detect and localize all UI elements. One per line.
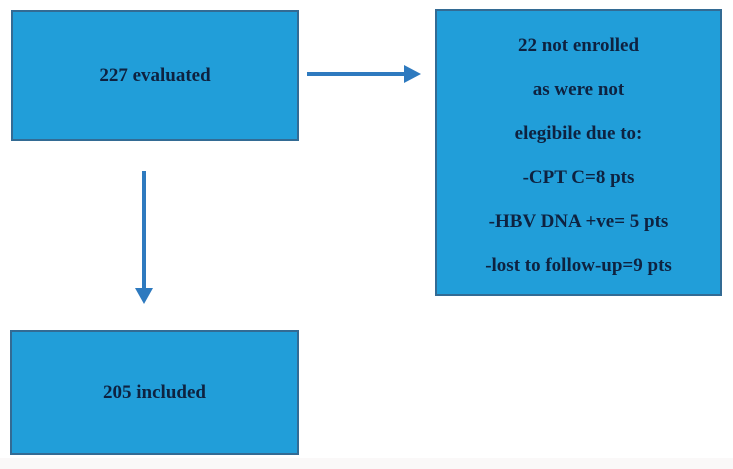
evaluated-box: 227 evaluated — [11, 10, 299, 141]
not-enrolled-line: -lost to follow-up=9 pts — [485, 255, 672, 276]
not-enrolled-line: as were not — [532, 79, 625, 100]
arrow-down-head-icon — [135, 288, 153, 304]
arrow-right-head-icon — [404, 65, 421, 83]
page-bottom-strip — [0, 458, 733, 469]
not-enrolled-box: 22 not enrolled as were not elegibile du… — [435, 9, 722, 296]
arrow-down-shaft — [142, 171, 146, 289]
not-enrolled-line: -CPT C=8 pts — [522, 167, 635, 188]
not-enrolled-line: elegibile due to: — [514, 123, 643, 144]
evaluated-box-label: 227 evaluated — [99, 64, 211, 86]
included-box-label: 205 included — [103, 381, 206, 403]
arrow-right-shaft — [307, 72, 405, 76]
not-enrolled-line: 22 not enrolled — [517, 35, 640, 56]
included-box: 205 included — [10, 330, 299, 455]
not-enrolled-line: -HBV DNA +ve= 5 pts — [488, 211, 669, 232]
